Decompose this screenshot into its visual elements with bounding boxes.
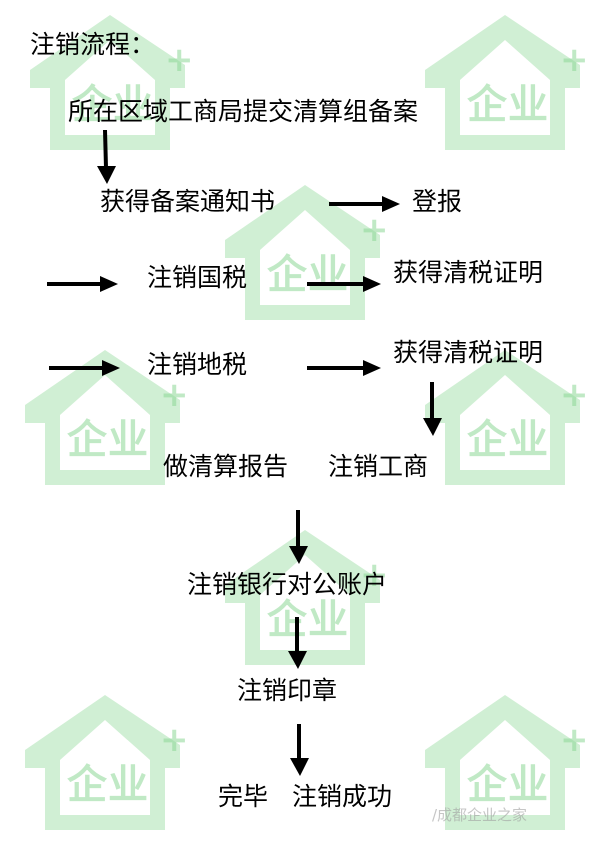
step-cancel-national-tax: 注销国税	[147, 263, 248, 292]
step-file-liquidation-group: 所在区域工商局提交清算组备案	[68, 97, 419, 126]
watermark-house-8: 企业 +	[415, 690, 590, 840]
arrow-down-icon	[289, 510, 308, 564]
page-title: 注销流程：	[30, 30, 156, 59]
arrow-down-icon	[97, 129, 116, 184]
watermark-house-1: 企业 +	[20, 10, 195, 160]
watermark-house-2: 企业 +	[415, 10, 590, 160]
arrow-right-icon	[49, 360, 120, 376]
watermark-text: 企业	[467, 762, 549, 808]
watermark-plus: +	[360, 210, 389, 250]
watermark-house-6: 企业 +	[215, 525, 390, 675]
step-newspaper-announcement: 登报	[412, 187, 463, 216]
watermark-house-3: 企业 +	[215, 180, 390, 330]
arrow-down-icon	[290, 724, 309, 776]
footer-watermark: /成都企业之家	[432, 806, 528, 824]
watermark-text: 企业	[67, 762, 149, 808]
step-cancellation-success: 注销成功	[292, 782, 393, 811]
watermark-text: 企业	[67, 417, 149, 463]
watermark-plus: +	[560, 720, 589, 760]
step-cancel-local-tax: 注销地税	[147, 350, 248, 379]
arrow-down-icon	[423, 382, 442, 436]
step-complete: 完毕	[218, 782, 269, 811]
step-tax-clearance-1: 获得清税证明	[393, 258, 544, 287]
watermark-plus: +	[160, 720, 189, 760]
watermark-house-4: 企业 +	[15, 345, 190, 495]
watermark-plus: +	[560, 40, 589, 80]
watermark-plus: +	[160, 375, 189, 415]
watermark-plus: +	[165, 40, 194, 80]
watermark-text: 企业	[267, 597, 349, 643]
watermark-text: 企业	[467, 417, 549, 463]
watermark-text: 企业	[72, 82, 154, 128]
arrow-right-icon	[307, 360, 381, 376]
step-cancel-business-registration: 注销工商	[328, 452, 429, 481]
watermark-house-5: 企业 +	[415, 345, 590, 495]
watermark-plus: +	[360, 555, 389, 595]
watermark-house-7: 企业 +	[15, 690, 190, 840]
step-receive-notice: 获得备案通知书	[100, 187, 276, 216]
step-close-bank-account: 注销银行对公账户	[187, 570, 388, 599]
arrow-right-icon	[47, 276, 118, 292]
arrow-down-icon	[288, 617, 307, 669]
step-liquidation-report: 做清算报告	[163, 452, 289, 481]
arrow-right-icon	[307, 276, 381, 292]
arrow-right-icon	[329, 196, 400, 212]
watermark-text: 企业	[267, 252, 349, 298]
step-tax-clearance-2: 获得清税证明	[393, 338, 544, 367]
watermark-text: 企业	[467, 82, 549, 128]
watermark-plus: +	[560, 375, 589, 415]
step-cancel-seal: 注销印章	[237, 676, 338, 705]
